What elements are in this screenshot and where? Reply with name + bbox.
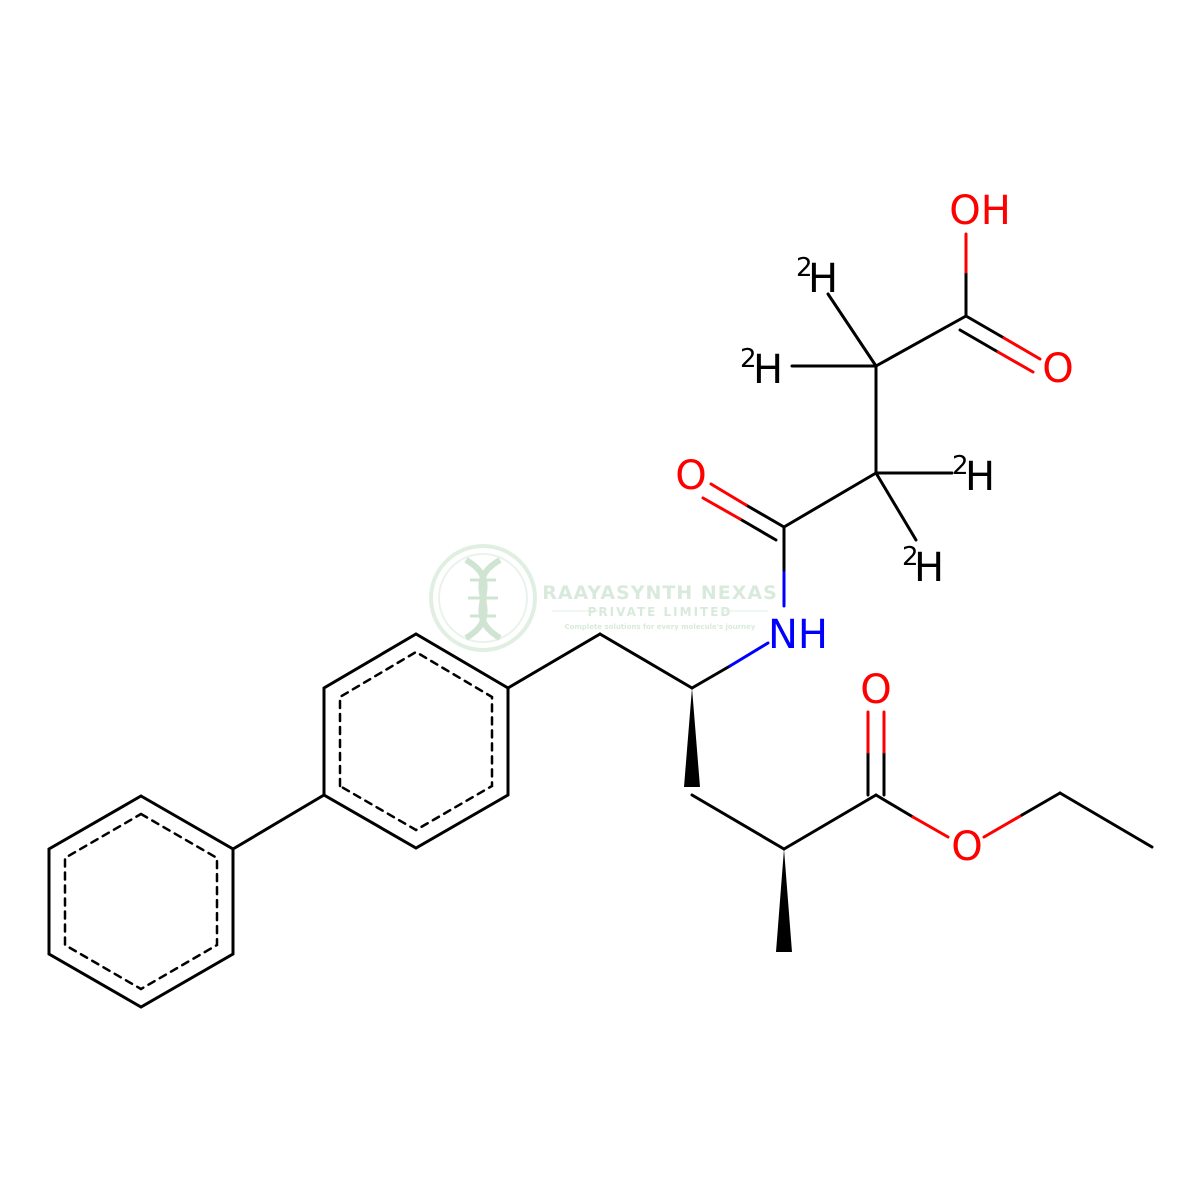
d-bond-4 [874,471,918,542]
wedge-bond-methyl [776,849,792,952]
deuterium-label-4: 2 H [902,542,944,591]
cd2-acid-bond [874,314,968,368]
amide-co-bond-1 [744,503,786,529]
amide-co-bond-2 [738,517,778,542]
methine-ester-bond [782,793,878,851]
atom-labels: OH O O NH O O 2 H 2 H 2 H 2 H [675,188,1073,870]
dna-logo-icon [429,544,537,652]
watermark-subtitle: PRIVATE LIMITED [588,605,733,619]
svg-text:H: H [914,545,944,591]
deuterium-label-1: 2 H [796,253,838,302]
amide-cd2-bond [782,471,878,529]
acid-carbonyl-o-label: O [1042,346,1073,392]
o-ethyl-bond [1020,791,1062,817]
d-bond-1 [826,292,878,368]
ch2-methine-bond [690,793,786,851]
amide-co-bond-2-red [701,496,742,521]
hydroxyl-label: OH [949,188,1011,234]
amide-carbonyl-o-label: O [675,453,706,499]
watermark-tagline: Complete solutions for every molecule's … [565,623,756,631]
svg-text:2: 2 [740,344,757,374]
biaryl-bond [231,793,326,851]
ester-o-label: O [951,824,982,870]
wedge-bond-upper [684,688,700,787]
svg-text:2: 2 [952,451,969,481]
deuterium-label-3: 2 H [952,451,995,500]
amide-co-bond-1-red [709,482,748,507]
acid-co-bond-2-red [996,350,1035,374]
deuterium-label-2: 2 H [740,344,783,393]
acid-co-bond-1 [964,314,1006,340]
o-ethyl-bond-red [982,813,1024,839]
c-n-bond [690,664,732,690]
amide-nh-label: NH [768,612,828,658]
c-n-bond-blue [728,641,770,668]
svg-text:H: H [965,454,995,500]
ester-c-o-bond-red [911,815,950,839]
svg-text:H: H [753,347,783,393]
acid-co-bond-1-red [1002,336,1042,361]
phenyl-ring-terminal [47,794,235,1009]
bond-layer [47,232,1154,1009]
ethyl-bond [1058,791,1154,849]
benzyl-bond [506,632,602,690]
watermark-company-name: RAAYASYNTH NEXAS [542,582,778,604]
svg-text:H: H [808,256,838,302]
ch2-stereocenter-bond [598,632,694,690]
svg-text:2: 2 [902,542,919,572]
ester-c-o-bond [874,793,915,819]
ester-carbonyl-o-label: O [860,667,891,713]
svg-text:2: 2 [796,253,813,283]
acid-co-bond-2 [958,328,1000,354]
company-watermark: RAAYASYNTH NEXAS PRIVATE LIMITED Complet… [429,544,778,652]
phenyl-ring-inner [322,632,510,850]
